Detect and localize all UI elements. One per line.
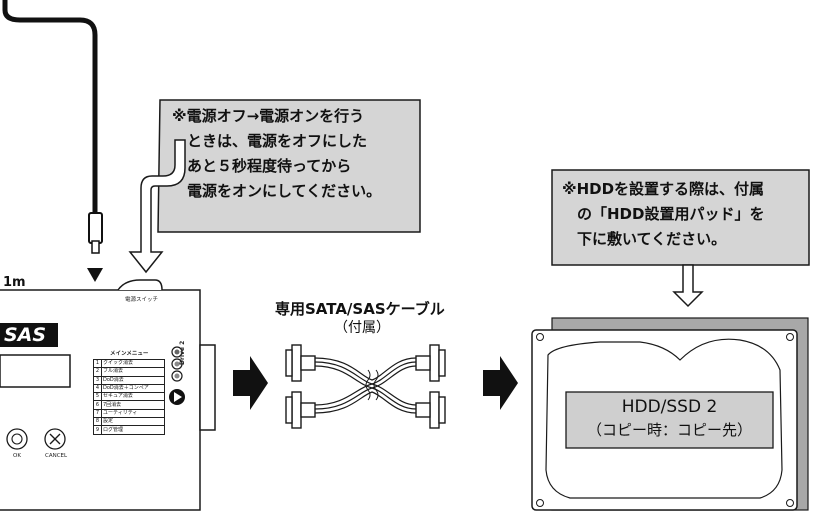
hdd-drive <box>531 329 798 511</box>
menu-item-number: 7 <box>93 408 102 419</box>
cancel-label: CANCEL <box>45 453 68 459</box>
menu-item-label: DoD消去 <box>101 375 165 385</box>
menu-item-label: フル消去 <box>101 367 165 377</box>
lcd-screen <box>0 354 71 388</box>
menu-item-label: DoD消去＋コンペア <box>101 383 165 394</box>
menu-item-label: クイック消去 <box>101 358 165 369</box>
power-note-line: ※電源オフ→電源オンを行う <box>172 107 365 125</box>
cable-title: 専用SATA/SASケーブル <box>275 300 445 318</box>
pad-arrow-icon <box>672 264 704 308</box>
device-top-fragment: 1m <box>3 275 26 290</box>
right-arrow-icon <box>233 356 268 410</box>
pad-note-text: ※HDDを設置する際は、付属 の「HDD設置用パッド」を 下に敷いてください。 <box>562 177 764 252</box>
power-plug <box>88 212 103 244</box>
power-note-line: 電源をオンにしてください。 <box>172 182 382 200</box>
menu-item-number: 1 <box>93 358 102 369</box>
right-arrow-icon-2 <box>483 356 518 410</box>
hdd-label-box <box>565 391 774 449</box>
sata-cable-graphic <box>285 344 446 429</box>
pad-note-line: 下に敷いてください。 <box>562 230 727 248</box>
power-note-line: ときは、電源をオフにした <box>172 132 368 150</box>
switch-arrow-icon <box>128 139 186 274</box>
menu-item-number: 3 <box>93 375 102 385</box>
pad-note-line: ※HDDを設置する際は、付属 <box>562 180 765 198</box>
menu-item-number: 6 <box>93 400 102 410</box>
power-note-callout <box>157 99 421 233</box>
power-cable <box>2 0 98 215</box>
menu-item-label: ログ管理 <box>101 425 165 435</box>
power-note-text: ※電源オフ→電源オンを行う ときは、電源をオフにした あと５秒程度待ってから 電… <box>172 104 381 204</box>
ok-label: OK <box>13 453 21 459</box>
power-note-line: あと５秒程度待ってから <box>172 157 352 175</box>
menu-item-number: 9 <box>93 425 102 435</box>
plug-arrow-icon <box>87 268 103 282</box>
hdd-label-line1: HDD/SSD 2 <box>621 397 718 417</box>
menu-item-number: 2 <box>93 367 102 377</box>
menu-item-number: 8 <box>93 417 102 427</box>
hdd-label-line2: （コピー時：コピー先） <box>586 421 752 439</box>
menu-item-number: 4 <box>93 383 102 394</box>
brand-logo: SAS <box>4 324 47 346</box>
menu-item-label: セキュア消去 <box>101 392 165 402</box>
menu-item-number: 5 <box>93 392 102 402</box>
power-switch-label: 電源スイッチ <box>125 297 159 303</box>
menu-title: メインメニュー <box>110 351 149 357</box>
menu-item-label: ユーティリティ <box>101 408 165 419</box>
pad-note-line: の「HDD設置用パッド」を <box>562 205 765 223</box>
cable-subtitle: （付属） <box>334 320 390 336</box>
menu-item-label: 設定 <box>101 417 165 427</box>
drive-label: Drive 2 <box>179 340 186 365</box>
menu-item-label: 7回消去 <box>101 400 165 410</box>
pad-note-callout <box>551 169 810 266</box>
cable-wires <box>314 357 417 414</box>
